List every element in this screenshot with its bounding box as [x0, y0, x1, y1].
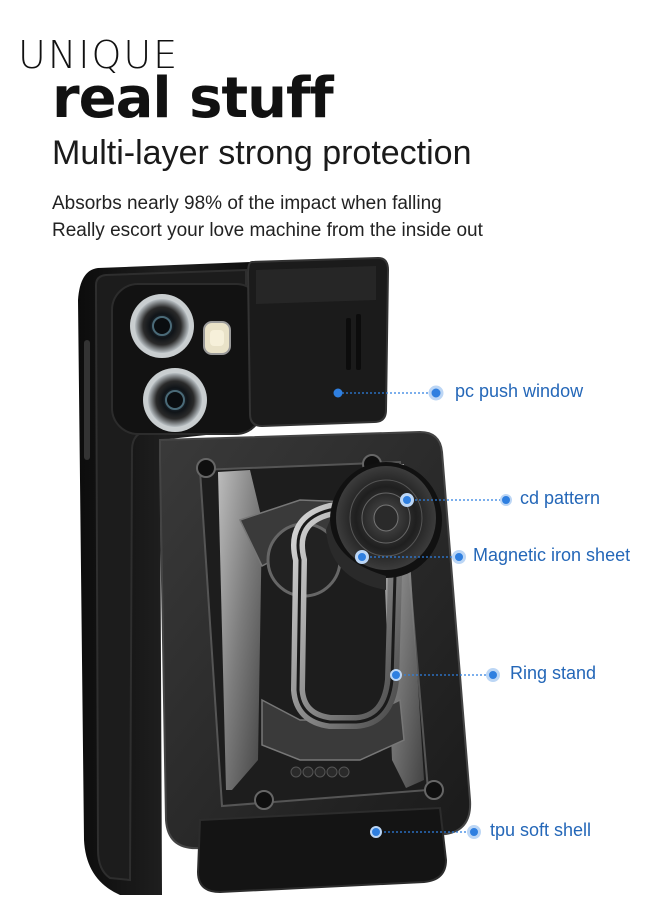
- callout-dot-tpu-start: [370, 826, 382, 838]
- push-window: [246, 256, 390, 428]
- callout-dots: [333, 385, 512, 839]
- brand-logo: UNIQUE: [18, 33, 180, 77]
- callout-lines: [338, 392, 506, 833]
- callout-dot-cd-start: [400, 493, 414, 507]
- callout-ring-stand: Ring stand: [510, 663, 597, 683]
- callout-dot-ring-start: [390, 669, 402, 681]
- description: Absorbs nearly 98% of the impact when fa…: [52, 190, 483, 244]
- callout-dot-cd-end: [500, 494, 512, 506]
- callout-dot-magnetic-start: [355, 550, 369, 564]
- callout-dot-tpu-end: [467, 825, 481, 839]
- callout-cd-pattern: cd pattern: [520, 488, 601, 508]
- callout-dot-ring-end: [486, 668, 500, 682]
- callout-dot-pc-window-end: [428, 385, 444, 401]
- ring-stand: [290, 497, 404, 729]
- callout-magnetic-iron-sheet: Magnetic iron sheet: [473, 545, 631, 565]
- cd-pattern-disc: [326, 462, 442, 590]
- description-line-1: Absorbs nearly 98% of the impact when fa…: [52, 193, 442, 214]
- callout-dot-magnetic-end: [452, 550, 466, 564]
- subheadline: Multi-layer strong protection: [52, 134, 472, 172]
- description-line-2: Really escort your love machine from the…: [52, 220, 483, 241]
- camera-module: [111, 283, 263, 435]
- callout-tpu-soft-shell: tpu soft shell: [490, 820, 592, 840]
- callout-pc-push-window: pc push window: [455, 381, 584, 401]
- headline: real stuff: [52, 66, 334, 131]
- callout-dot-pc-window-start: [333, 388, 343, 398]
